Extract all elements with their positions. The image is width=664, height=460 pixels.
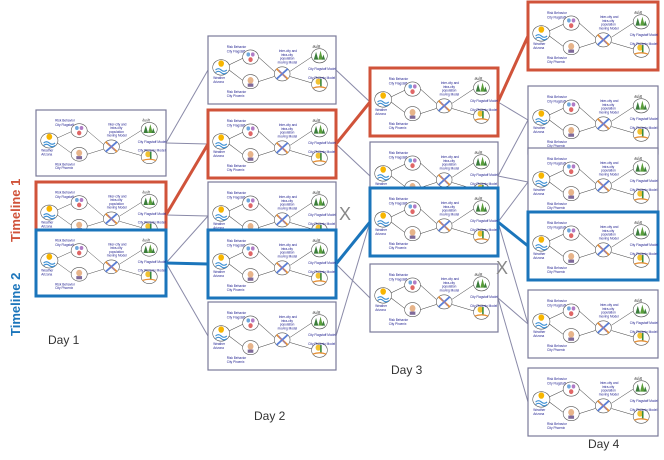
pruned-x-mark: X <box>496 258 508 278</box>
connection-line <box>496 35 530 103</box>
connection-line <box>497 101 529 121</box>
day-1-label: Day 1 <box>48 333 80 347</box>
day-3-label: Day 3 <box>391 363 423 377</box>
timeline-1-label: Timeline 1 <box>8 179 23 242</box>
model-card <box>527 147 660 217</box>
connection-line <box>165 215 209 264</box>
model-card <box>207 301 338 371</box>
model-card <box>368 66 500 138</box>
connection-line <box>334 221 372 265</box>
connection-line <box>164 143 210 216</box>
model-card <box>206 108 338 180</box>
model-card <box>34 228 168 298</box>
connection-line <box>497 297 529 403</box>
model-card <box>368 186 500 258</box>
connection-line <box>165 214 209 217</box>
model-card <box>369 263 500 333</box>
model-card <box>35 109 168 177</box>
connection-line <box>165 142 209 145</box>
day-2-label: Day 2 <box>254 409 286 423</box>
connection-line <box>165 69 209 144</box>
connection-line <box>335 143 371 177</box>
connection-line <box>335 221 371 337</box>
connection-line <box>334 101 372 145</box>
connection-line <box>335 69 371 103</box>
connection-line <box>335 263 371 299</box>
model-card <box>526 210 660 282</box>
connection-line <box>165 262 209 337</box>
connection-line <box>497 181 529 223</box>
model-card <box>527 367 660 437</box>
pruned-x-mark: X <box>339 204 351 224</box>
connection-line <box>497 220 529 248</box>
model-cards <box>34 0 660 437</box>
model-card <box>526 0 660 72</box>
model-card <box>527 289 660 359</box>
connection-line <box>497 119 529 177</box>
model-card <box>206 228 338 300</box>
connection-line <box>497 297 529 325</box>
model-card <box>527 85 660 155</box>
connection-line <box>165 261 209 266</box>
connection-line <box>497 221 529 325</box>
model-card <box>207 35 338 105</box>
day-4-label: Day 4 <box>588 437 620 451</box>
connection-line <box>497 175 529 183</box>
timeline-2-label: Timeline 2 <box>8 273 23 336</box>
connection-lines <box>164 35 530 403</box>
